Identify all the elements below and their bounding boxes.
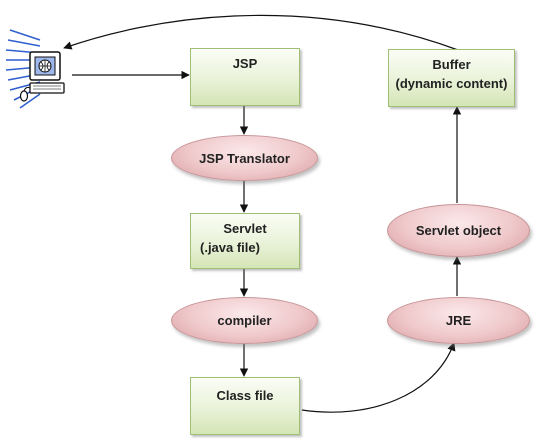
compiler-label: compiler: [217, 313, 272, 328]
buffer-box: Buffer (dynamic content): [388, 49, 515, 107]
edge-classfile-to-jre: [301, 342, 456, 413]
buffer-label: Buffer: [432, 57, 471, 72]
edge-buffer-to-client: [63, 14, 459, 51]
jsp-box: JSP: [190, 48, 300, 106]
class-file-box: Class file: [190, 377, 300, 435]
buffer-subtitle: (dynamic content): [395, 76, 508, 91]
compiler-oval: compiler: [171, 297, 318, 344]
jre-oval: JRE: [387, 297, 530, 344]
jsp-translator-oval: JSP Translator: [171, 135, 318, 181]
servlet-box: Servlet (.java file): [190, 213, 300, 269]
servlet-object-label: Servlet object: [415, 223, 502, 238]
client-computer: [5, 29, 65, 109]
servlet-subtitle: (.java file): [200, 240, 260, 255]
class-file-label: Class file: [216, 388, 274, 403]
servlet-object-oval: Servlet object: [387, 204, 530, 257]
jre-label: JRE: [445, 313, 472, 328]
servlet-label: Servlet: [223, 221, 267, 236]
jsp-label: JSP: [232, 56, 258, 71]
jsp-translator-label: JSP Translator: [199, 150, 290, 166]
